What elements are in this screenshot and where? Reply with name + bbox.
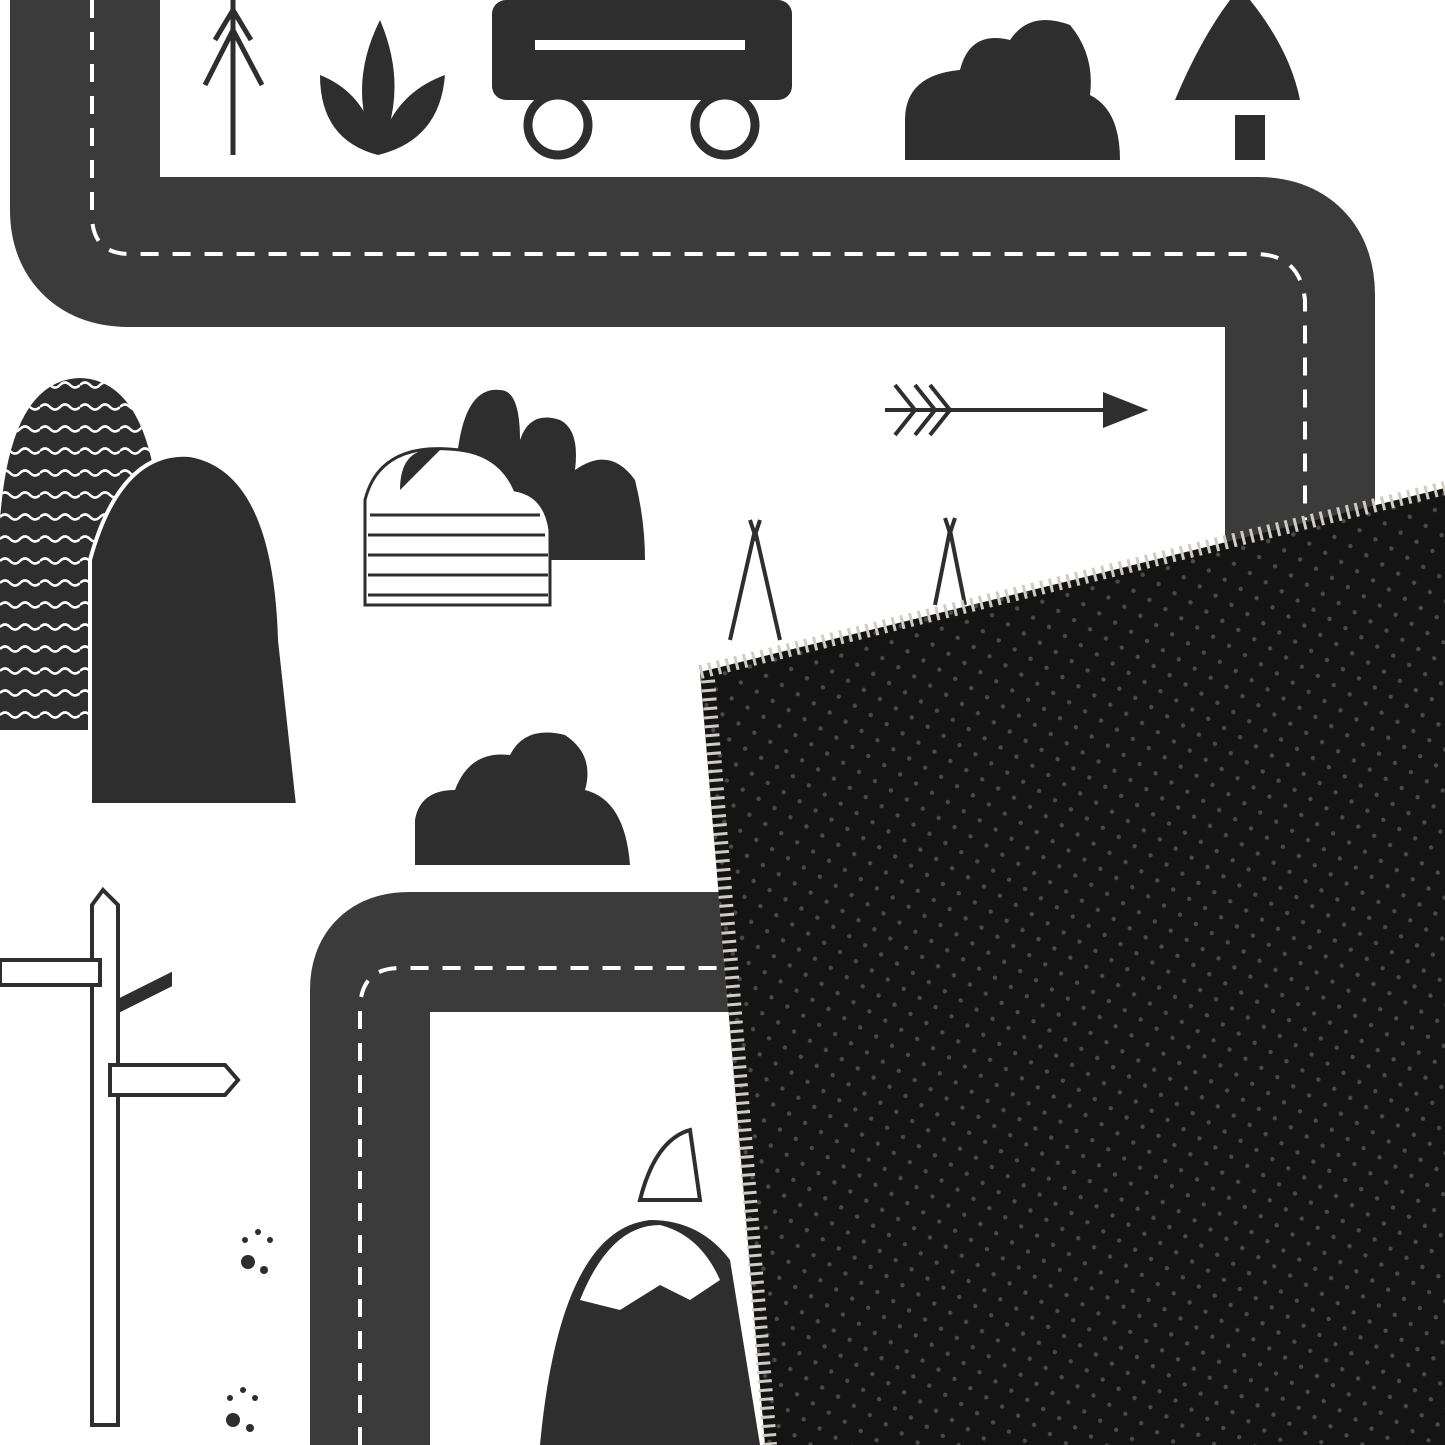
plant-icon	[320, 20, 445, 155]
road-bottom	[310, 892, 760, 1445]
teepee-icon	[728, 517, 967, 641]
bush-icon	[905, 20, 1120, 160]
mushroom-tree-icon	[1175, 0, 1300, 160]
paw-print-icon	[226, 1229, 273, 1432]
hill-icon	[0, 378, 301, 807]
signpost-icon	[0, 886, 241, 1427]
tree-icon	[202, 0, 265, 155]
snowy-mountain-icon	[540, 1127, 760, 1445]
folded-rug-corner	[698, 481, 1445, 1445]
road-top	[10, 0, 1375, 560]
bush-icon	[415, 732, 630, 865]
arrow-icon	[885, 383, 1149, 437]
bus-icon	[492, 0, 792, 160]
cloud-icon	[363, 389, 645, 607]
